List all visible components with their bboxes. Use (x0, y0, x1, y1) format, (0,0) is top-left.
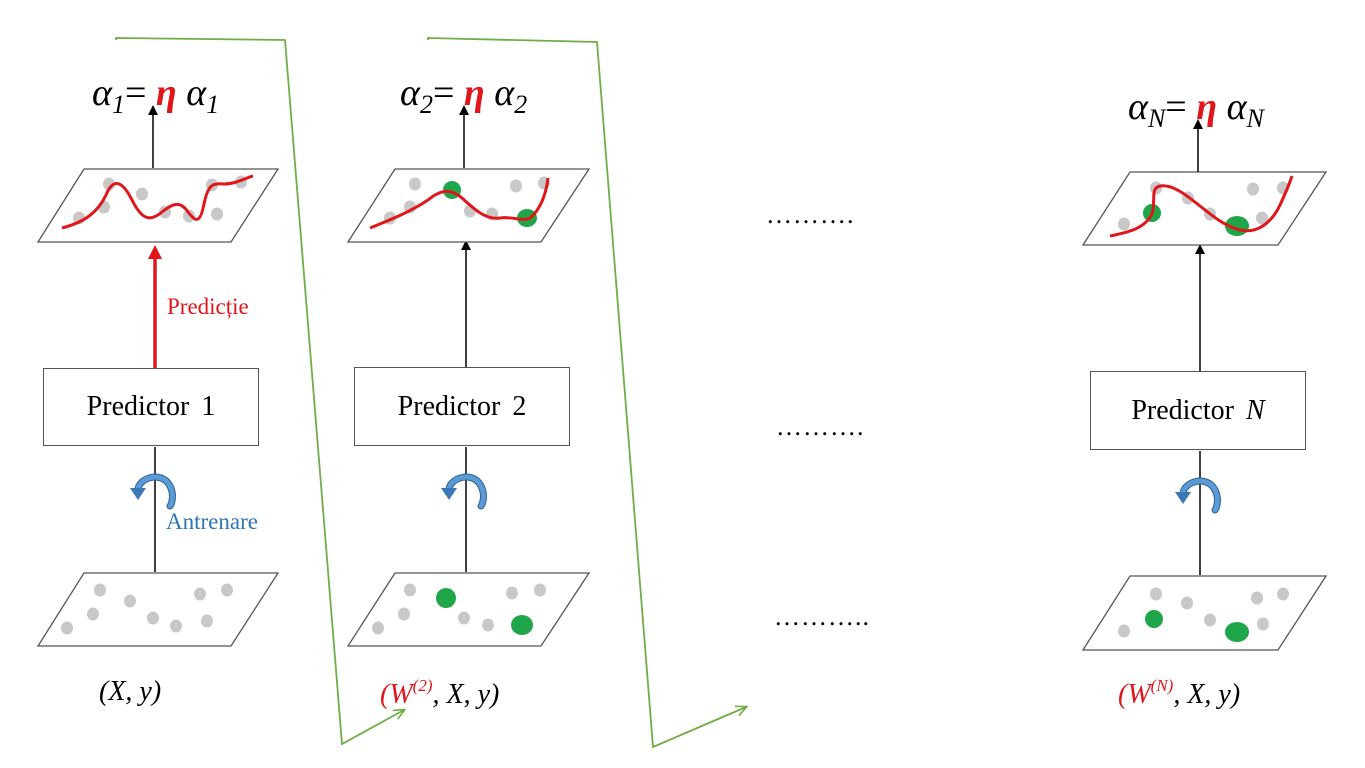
predictor-index: 1 (201, 391, 216, 422)
column-2 (346, 105, 591, 647)
dataset-points-1 (61, 583, 233, 635)
curved-arrow-icon (1175, 477, 1221, 514)
ellipsis-middle: ………. (776, 412, 865, 441)
predictor-label: Predictor (1131, 394, 1234, 426)
fitted-curve-2 (369, 177, 550, 230)
dataset-plane-1 (36, 572, 280, 647)
prediction-points-1 (73, 175, 247, 225)
training-label: Antrenare (166, 509, 258, 534)
dataset-label-1: (X, y) (99, 676, 162, 707)
dataset-plane-n (1081, 575, 1328, 651)
prediction-plane-1 (36, 168, 280, 243)
prediction-label: Predicție (167, 294, 249, 319)
alpha-update-1: α1= η α1 (92, 72, 220, 119)
ellipsis-top: ………. (766, 200, 855, 229)
predictor-box-1: Predictor 1 (43, 368, 259, 446)
dataset-points-n (1118, 587, 1289, 642)
weight-flow-line-2 (427, 37, 746, 749)
alpha-update-2: α2= η α2 (400, 72, 528, 119)
curved-arrow-icon (441, 473, 487, 510)
curved-arrow-icon (130, 473, 176, 510)
predictor-index: 2 (512, 390, 527, 422)
predictor-box-2: Predictor 2 (354, 367, 570, 446)
column-1 (36, 105, 280, 647)
dataset-points-2 (372, 583, 546, 635)
dataset-label-n: (W(N), X, y) (1118, 676, 1241, 710)
predictor-box-n: Predictor N (1090, 371, 1306, 450)
weight-flow-line-1 (115, 37, 404, 746)
fitted-curve-1 (61, 174, 254, 230)
predictor-label: Predictor (397, 390, 501, 422)
fitted-curve-n (1109, 175, 1294, 238)
dataset-label-2: (W(2), X, y) (380, 676, 500, 710)
ellipsis-bottom: ……….. (774, 602, 870, 631)
alpha-update-n: αN= η αN (1128, 86, 1264, 133)
column-n (1081, 119, 1328, 651)
predictor-label: Predictor (86, 391, 190, 422)
dataset-plane-2 (346, 572, 591, 647)
predictor-index: N (1245, 394, 1265, 426)
